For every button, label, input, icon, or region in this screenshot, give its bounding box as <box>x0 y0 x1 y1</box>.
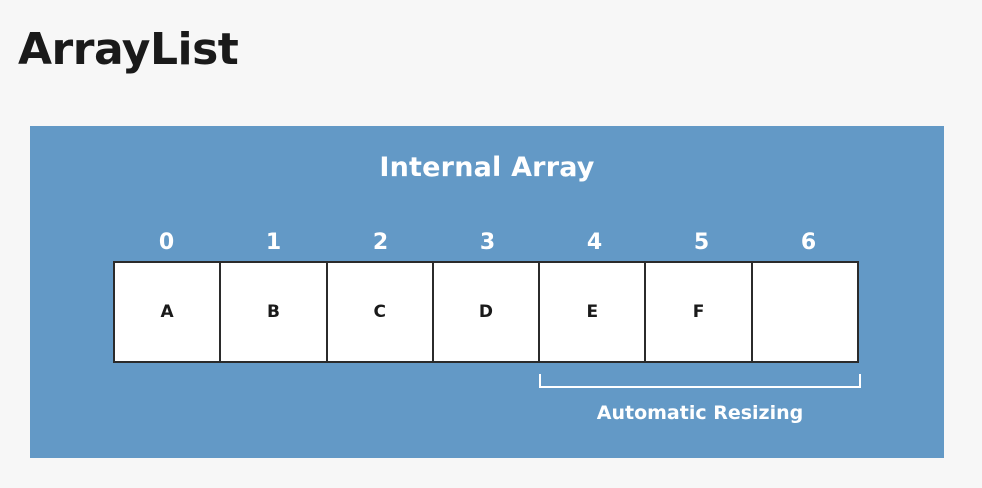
index-label: 6 <box>800 230 817 255</box>
array-cell: B <box>221 263 328 361</box>
index-label: 1 <box>265 230 282 255</box>
page-title: ArrayList <box>18 24 239 75</box>
array-cell: D <box>433 263 541 361</box>
resizing-bracket <box>539 374 861 388</box>
index-label: 2 <box>372 230 389 255</box>
index-label: 0 <box>158 230 175 255</box>
array-cell: E <box>540 263 647 361</box>
index-row: 0 1 2 3 4 5 6 <box>113 228 863 258</box>
index-label: 5 <box>693 230 710 255</box>
array-cells: A B C D E F <box>113 261 859 363</box>
array-cell: F <box>646 263 753 361</box>
resizing-label: Automatic Resizing <box>596 402 804 424</box>
array-cell: A <box>115 263 222 361</box>
array-cell-empty <box>752 263 857 361</box>
index-label: 3 <box>479 230 496 255</box>
array-cell: C <box>327 263 434 361</box>
internal-array-diagram: Internal Array 0 1 2 3 4 5 6 A B C D E F… <box>30 126 944 458</box>
index-label: 4 <box>586 230 603 255</box>
diagram-title: Internal Array <box>379 152 595 183</box>
